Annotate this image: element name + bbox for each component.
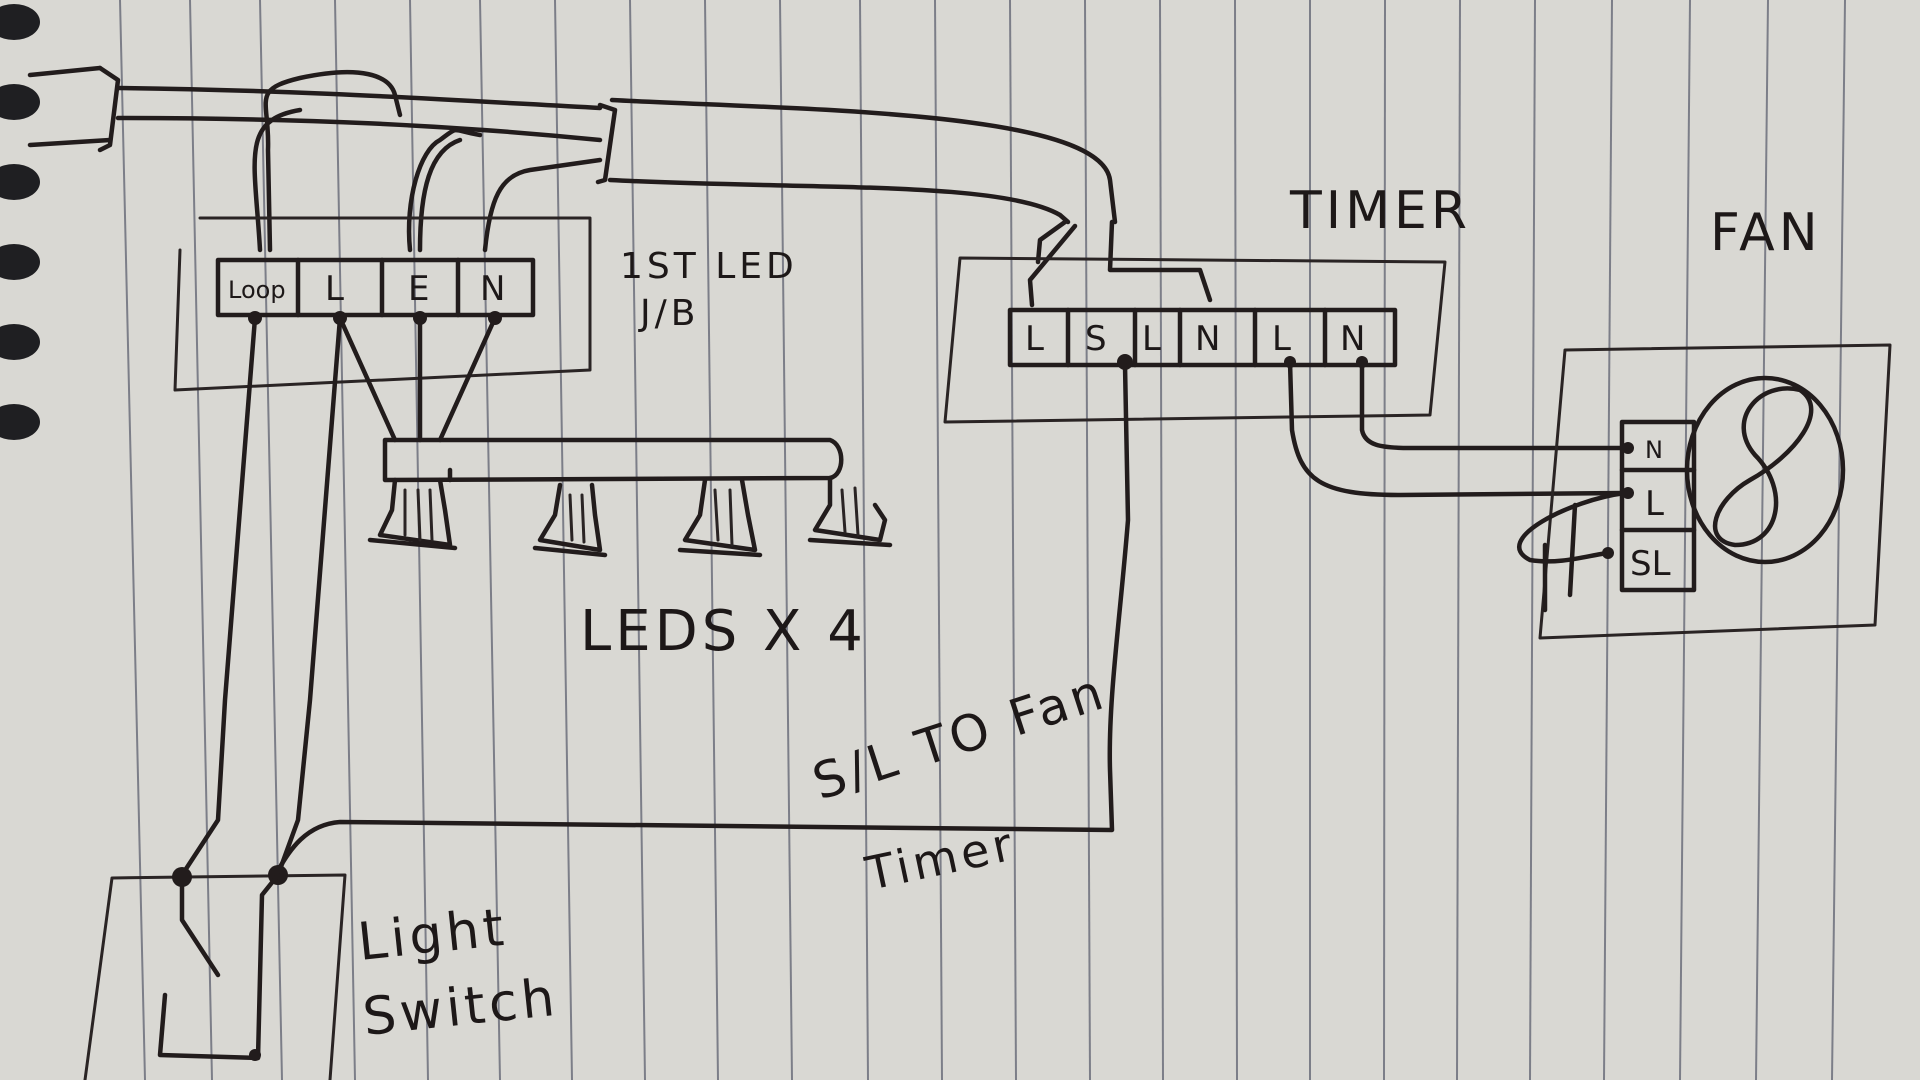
jb-feed-wires: [252, 69, 603, 253]
fan-terminal-sl: SL: [1630, 544, 1671, 584]
timer-box: L S L N L N: [943, 256, 1447, 424]
jb-terminal-e: E: [408, 269, 429, 309]
fan-terminal-l: L: [1645, 484, 1664, 524]
timer-terminal-s: S: [1085, 319, 1107, 359]
switch-label-line1: Light: [355, 898, 510, 973]
timer-fan-wires: [1287, 359, 1628, 498]
led-lamp-4: [807, 475, 893, 548]
switch-label-line2: Switch: [360, 968, 561, 1048]
jb-label-line1: 1ST LED: [620, 246, 798, 287]
jb-terminal-loop: Loop: [228, 276, 286, 304]
timer-terminal-l: L: [1025, 319, 1044, 359]
jb-terminal-l: L: [325, 269, 344, 309]
timer-terminal-l3: L: [1272, 319, 1291, 359]
wire-label-line1: S/L TO Fan: [806, 662, 1114, 811]
led-lamp-1: [367, 477, 458, 551]
fan-box: N L SL: [1517, 343, 1892, 640]
led-junction-box: Loop L E N: [173, 216, 592, 392]
fan-motor-symbol: [1684, 375, 1846, 565]
leds-label: LEDS X 4: [580, 599, 867, 664]
timer-title: TIMER: [1289, 181, 1471, 241]
fan-terminal-n: N: [1645, 436, 1663, 464]
switched-live-wire: [272, 362, 1131, 878]
jb-terminal-n: N: [480, 269, 505, 309]
timer-terminal-l2: L: [1142, 319, 1161, 359]
light-switch: [83, 865, 347, 1080]
timer-terminal-n2: N: [1340, 319, 1365, 359]
jb-to-switch-wires: [179, 315, 343, 878]
timer-terminal-n: N: [1195, 319, 1220, 359]
jb-label-line2: J/B: [638, 293, 699, 334]
led-lamp-2: [532, 482, 608, 558]
supply-cable: [27, 65, 1213, 308]
paper-rules: [119, 0, 1846, 1080]
fan-title: FAN: [1710, 203, 1822, 263]
led-lamp-3: [677, 477, 763, 558]
binder-rings: [0, 4, 40, 440]
